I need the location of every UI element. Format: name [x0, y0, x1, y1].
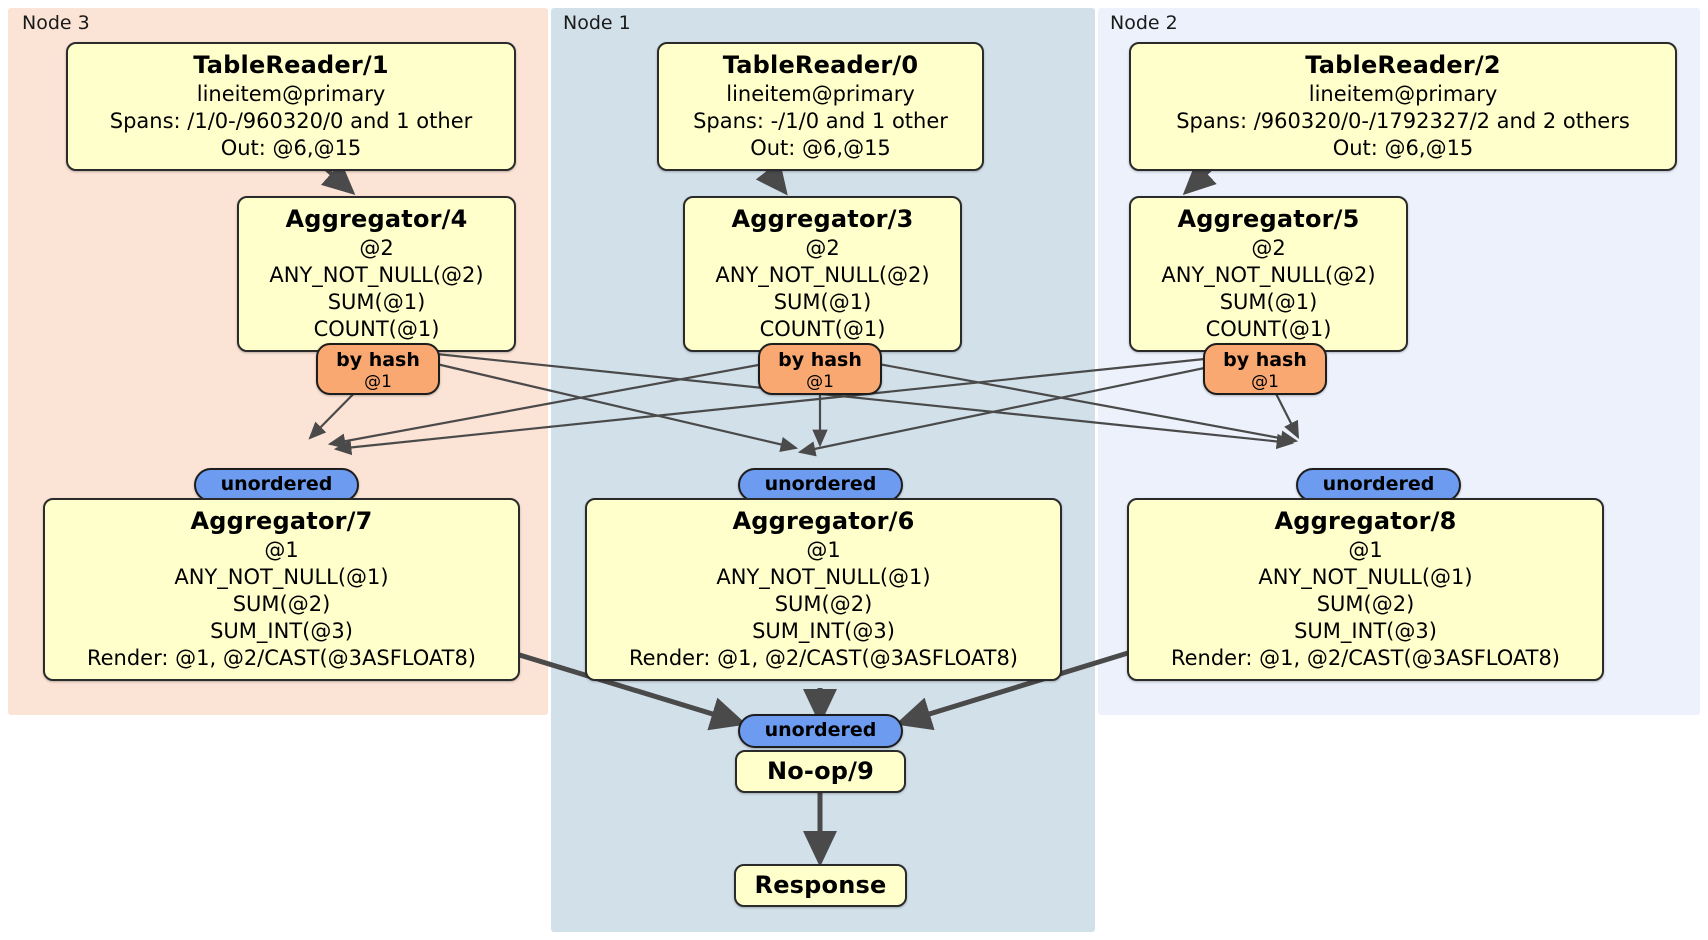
box-line: Out: @6,@15 — [750, 136, 891, 160]
processor-response[interactable]: Response — [734, 864, 907, 907]
box-title: TableReader/1 — [193, 51, 389, 79]
box-title: TableReader/0 — [722, 51, 919, 79]
box-line: SUM(@1) — [773, 290, 872, 314]
box-line: Spans: /1/0-/960320/0 and 1 other — [109, 109, 473, 133]
badge-unordered-final[interactable]: unordered — [738, 714, 903, 748]
box-title: Aggregator/8 — [1274, 507, 1457, 535]
box-line: ANY_NOT_NULL(@1) — [716, 565, 931, 589]
box-line: ANY_NOT_NULL(@2) — [1161, 263, 1376, 287]
box-title: Aggregator/7 — [190, 507, 373, 535]
box-line: COUNT(@1) — [759, 317, 886, 341]
processor-aggregator-8[interactable]: Aggregator/8 @1 ANY_NOT_NULL(@1) SUM(@2)… — [1127, 498, 1604, 681]
box-line: ANY_NOT_NULL(@2) — [269, 263, 484, 287]
node-label-node2: Node 2 — [1110, 12, 1178, 34]
processor-aggregator-3[interactable]: Aggregator/3 @2 ANY_NOT_NULL(@2) SUM(@1)… — [683, 196, 962, 352]
box-line: Render: @1, @2/CAST(@3ASFLOAT8) — [628, 646, 1019, 670]
box-line: @1 — [806, 538, 841, 562]
badge-label: unordered — [1322, 473, 1435, 495]
box-line: SUM(@1) — [327, 290, 426, 314]
box-line: SUM(@2) — [232, 592, 331, 616]
box-line: ANY_NOT_NULL(@1) — [174, 565, 389, 589]
node-label-node3: Node 3 — [22, 12, 90, 34]
box-line: lineitem@primary — [196, 82, 386, 106]
badge-by-hash-right[interactable]: by hash @1 — [1203, 343, 1327, 395]
badge-label: by hash — [1223, 349, 1307, 371]
box-title: Response — [754, 871, 887, 899]
box-line: SUM_INT(@3) — [752, 619, 895, 643]
processor-table-reader-1[interactable]: TableReader/1 lineitem@primary Spans: /1… — [66, 42, 516, 171]
box-line: Spans: -/1/0 and 1 other — [693, 109, 948, 133]
badge-unordered-center[interactable]: unordered — [738, 468, 903, 502]
box-line: @2 — [1251, 236, 1286, 260]
box-line: @1 — [1348, 538, 1383, 562]
box-line: Render: @1, @2/CAST(@3ASFLOAT8) — [1170, 646, 1561, 670]
box-title: No-op/9 — [766, 757, 875, 785]
processor-aggregator-6[interactable]: Aggregator/6 @1 ANY_NOT_NULL(@1) SUM(@2)… — [585, 498, 1062, 681]
box-line: COUNT(@1) — [1205, 317, 1332, 341]
box-line: Out: @6,@15 — [1332, 136, 1474, 160]
box-line: SUM_INT(@3) — [1294, 619, 1437, 643]
badge-by-hash-left[interactable]: by hash @1 — [316, 343, 440, 395]
badge-unordered-right[interactable]: unordered — [1296, 468, 1461, 502]
badge-sublabel: @1 — [364, 372, 392, 392]
box-line: lineitem@primary — [726, 82, 915, 106]
box-title: Aggregator/4 — [285, 205, 468, 233]
box-line: SUM(@2) — [774, 592, 873, 616]
box-line: SUM(@2) — [1316, 592, 1415, 616]
node-label-node1: Node 1 — [563, 12, 631, 34]
badge-label: unordered — [764, 473, 877, 495]
processor-table-reader-2[interactable]: TableReader/2 lineitem@primary Spans: /9… — [1129, 42, 1677, 171]
processor-aggregator-5[interactable]: Aggregator/5 @2 ANY_NOT_NULL(@2) SUM(@1)… — [1129, 196, 1408, 352]
badge-sublabel: @1 — [806, 372, 834, 392]
box-line: @2 — [805, 236, 840, 260]
box-line: @1 — [264, 538, 299, 562]
box-line: SUM_INT(@3) — [210, 619, 353, 643]
processor-table-reader-0[interactable]: TableReader/0 lineitem@primary Spans: -/… — [657, 42, 984, 171]
processor-aggregator-4[interactable]: Aggregator/4 @2 ANY_NOT_NULL(@2) SUM(@1)… — [237, 196, 516, 352]
box-title: Aggregator/5 — [1177, 205, 1360, 233]
badge-label: unordered — [764, 719, 877, 741]
processor-aggregator-7[interactable]: Aggregator/7 @1 ANY_NOT_NULL(@1) SUM(@2)… — [43, 498, 520, 681]
box-line: lineitem@primary — [1308, 82, 1498, 106]
box-line: ANY_NOT_NULL(@1) — [1258, 565, 1473, 589]
box-line: Out: @6,@15 — [220, 136, 362, 160]
badge-label: by hash — [336, 349, 420, 371]
badge-unordered-left[interactable]: unordered — [194, 468, 359, 502]
box-line: @2 — [359, 236, 394, 260]
box-line: ANY_NOT_NULL(@2) — [715, 263, 930, 287]
badge-sublabel: @1 — [1251, 372, 1279, 392]
box-line: COUNT(@1) — [313, 317, 440, 341]
badge-label: by hash — [778, 349, 862, 371]
box-title: TableReader/2 — [1305, 51, 1501, 79]
badge-by-hash-center[interactable]: by hash @1 — [758, 343, 882, 395]
box-line: SUM(@1) — [1219, 290, 1318, 314]
box-title: Aggregator/3 — [731, 205, 914, 233]
box-line: Render: @1, @2/CAST(@3ASFLOAT8) — [86, 646, 477, 670]
processor-no-op-9[interactable]: No-op/9 — [735, 750, 906, 793]
box-title: Aggregator/6 — [732, 507, 915, 535]
box-line: Spans: /960320/0-/1792327/2 and 2 others — [1176, 109, 1630, 133]
badge-label: unordered — [220, 473, 333, 495]
